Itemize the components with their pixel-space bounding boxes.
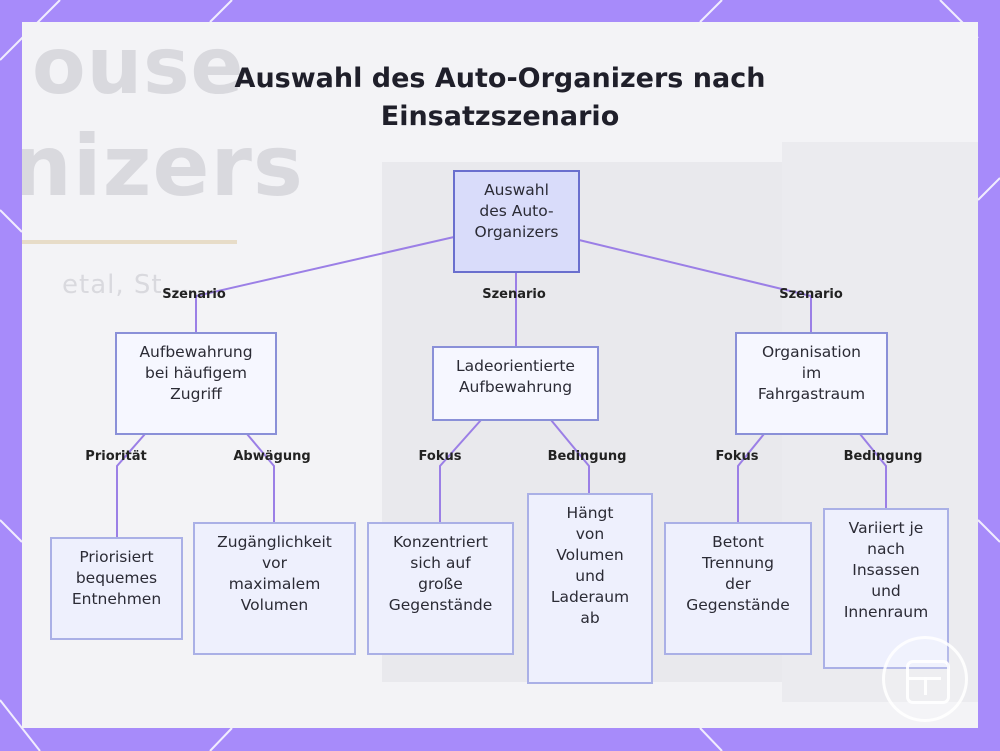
- node-cabin-organisation: Organisation im Fahrgastraum: [735, 332, 888, 435]
- edge-cargo-leaf3: [439, 419, 482, 522]
- node-cabin-organisation-label: Organisation im Fahrgastraum: [757, 343, 866, 403]
- edge-label-scenario: Szenario: [779, 287, 843, 302]
- node-frequent-access-label: Aufbewahrung bei häufigem Zugriff: [139, 343, 253, 403]
- title-line-1: Auswahl des Auto-Organizers nach: [234, 63, 766, 94]
- edge-cargo-leaf4: [550, 419, 590, 493]
- edge-frequent-leaf1: [116, 433, 146, 537]
- node-leaf-label: Priorisiert bequemes Entnehmen: [71, 548, 162, 608]
- background-text: nizers: [22, 117, 304, 215]
- node-leaf-label: Variiert je nach Insassen und Innenraum: [843, 519, 929, 621]
- node-frequent-access: Aufbewahrung bei häufigem Zugriff: [115, 332, 277, 435]
- node-leaf-priorisiert: Priorisiert bequemes Entnehmen: [50, 537, 183, 640]
- node-leaf-label: Zugänglichkeit vor maximalem Volumen: [217, 533, 332, 614]
- edge-label-abwaegung: Abwägung: [233, 449, 311, 464]
- background-text: ouse: [32, 22, 245, 112]
- background-text: etal, St...: [62, 270, 191, 300]
- edge-cabin-leaf6: [859, 433, 887, 508]
- node-root: Auswahl des Auto- Organizers: [453, 170, 580, 273]
- edge-frequent-leaf2: [246, 433, 275, 522]
- node-leaf-label: Konzentriert sich auf große Gegenstände: [388, 533, 493, 614]
- node-cargo-storage-label: Ladeorientierte Aufbewahrung: [456, 357, 575, 396]
- background-underline: [22, 240, 237, 244]
- node-root-label: Auswahl des Auto- Organizers: [474, 181, 559, 241]
- edge-cabin-leaf5: [737, 433, 765, 522]
- node-cargo-storage: Ladeorientierte Aufbewahrung: [432, 346, 599, 421]
- node-leaf-haengt: Hängt von Volumen und Laderaum ab: [527, 493, 653, 684]
- edge-label-scenario: Szenario: [482, 287, 546, 302]
- edge-label-bedingung: Bedingung: [843, 449, 923, 464]
- edge-label-prioritaet: Priorität: [85, 449, 147, 464]
- title-line-2: Einsatzszenario: [380, 101, 620, 132]
- edge-label-scenario: Szenario: [162, 287, 226, 302]
- node-leaf-label: Hängt von Volumen und Laderaum ab: [550, 504, 630, 627]
- node-leaf-zugaenglichkeit: Zugänglichkeit vor maximalem Volumen: [193, 522, 356, 655]
- grid-layout-icon: [882, 636, 968, 722]
- edge-label-fokus: Fokus: [418, 449, 462, 464]
- node-leaf-label: Betont Trennung der Gegenstände: [686, 533, 790, 614]
- diagram-title: Auswahl des Auto-Organizers nach Einsatz…: [0, 60, 1000, 136]
- edge-root-frequent: [195, 236, 455, 332]
- node-leaf-konzentriert: Konzentriert sich auf große Gegenstände: [367, 522, 514, 655]
- node-leaf-betont: Betont Trennung der Gegenstände: [664, 522, 812, 655]
- edge-label-fokus: Fokus: [715, 449, 759, 464]
- edge-root-cabin: [578, 239, 812, 332]
- edge-label-bedingung: Bedingung: [547, 449, 627, 464]
